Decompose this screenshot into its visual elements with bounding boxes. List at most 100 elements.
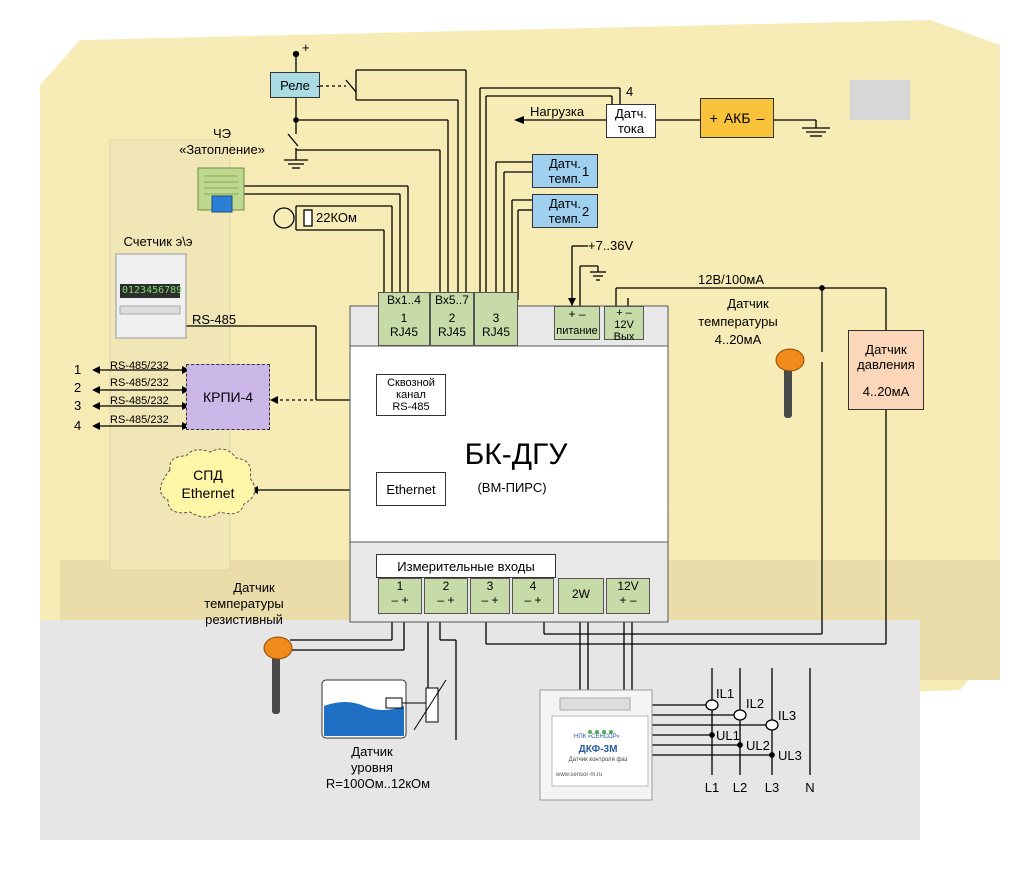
temp-sensor-line1: Датчик [727, 296, 769, 311]
flood-sensor-line1: ЧЭ [212, 126, 232, 141]
port-2-top: Вх5..7 [435, 293, 469, 307]
temp-sensor-line2: температуры [698, 314, 778, 329]
input-2w-num: 2W [572, 587, 590, 601]
energy-meter-icon [115, 253, 187, 339]
battery-box: + АКБ – [700, 98, 774, 138]
channel-3-num: 3 [74, 398, 82, 413]
pressure-line1: Датчик [865, 341, 907, 357]
input-1: 1 – + [378, 578, 422, 614]
line-l2: L2 [732, 780, 748, 795]
krpi-label: КРПИ-4 [202, 388, 254, 405]
phase-voltage-3: UL3 [778, 748, 802, 763]
phase-voltage-1: UL1 [716, 728, 740, 743]
port-3-top [475, 293, 517, 307]
input-3-num: 3 [486, 579, 494, 593]
battery-minus: – [756, 109, 765, 126]
current-out-label: 12В/100мА [698, 272, 765, 287]
temp-sensor-line3: 4..20мА [714, 332, 762, 347]
passthrough-box: Сквозной канал RS-485 [376, 374, 446, 416]
port-2-bottom: RJ45 [437, 325, 466, 339]
ethernet-label: Ethernet [386, 481, 436, 497]
level-sensor-line1: Датчик [351, 744, 393, 759]
device-title: БК-ДГУ [464, 438, 568, 471]
battery-plus: + [709, 109, 718, 126]
temp1-line1: Датч. [548, 156, 582, 171]
dkf-model: ДКФ-3М [578, 744, 618, 755]
port-1-num: 1 [400, 311, 408, 325]
out-label-2: Вых [613, 331, 635, 343]
current-sensor-line1: Датч. [614, 106, 648, 121]
res-sensor-line2: температуры [204, 596, 284, 611]
supply-voltage: +7..36V [588, 238, 634, 253]
meter-display: 0123456789 [122, 285, 183, 296]
input-2: 2 – + [424, 578, 468, 614]
level-sensor-line3: R=100Ом..12кОм [325, 776, 431, 791]
level-tank-icon [321, 679, 447, 739]
pressure-line3: 4..20мА [862, 383, 910, 399]
wire-count-4: 4 [626, 84, 634, 99]
power-label: питание [556, 325, 598, 337]
device-subtitle: (ВМ-ПИРС) [477, 480, 547, 495]
out12v-terminal: + – 12V Вых [604, 306, 644, 343]
channel-1-num: 1 [74, 362, 82, 377]
power-pm: + – [568, 307, 586, 321]
dkf-desc: Датчик контроля фаз [568, 757, 628, 763]
input-1-num: 1 [396, 579, 404, 593]
port-3-num: 3 [492, 311, 500, 325]
power-terminal: + – питание [554, 306, 600, 340]
inputs-header-label: Измерительные входы [397, 558, 535, 574]
krpi-box: КРПИ-4 [186, 364, 270, 430]
ethernet-box: Ethernet [376, 472, 446, 506]
dkf-module-icon [539, 689, 653, 801]
temp2-num: 2 [582, 204, 590, 219]
dkf-brand: НПК «СЕНСОР» [574, 734, 620, 740]
pressure-line2: давления [857, 356, 915, 372]
inputs-header: Измерительные входы [376, 554, 556, 578]
input-4-num: 4 [529, 579, 537, 593]
input-1-pm: – + [391, 593, 409, 607]
current-sensor-line2: тока [617, 121, 645, 136]
input-3-pm: – + [481, 593, 499, 607]
port-2-num: 2 [448, 311, 456, 325]
line-l1: L1 [704, 780, 720, 795]
port-1-top: Вх1..4 [387, 293, 421, 307]
phase-current-3: IL3 [778, 708, 797, 723]
dkf-site: www.sensor-m.ru [556, 772, 603, 778]
channel-2-label: RS-485/232 [110, 377, 169, 389]
supply-plus: + [302, 40, 310, 55]
input-3: 3 – + [470, 578, 510, 614]
port-1-bottom: RJ45 [389, 325, 418, 339]
out-pm: + – [616, 307, 632, 319]
port-2: Вх5..7 2 RJ45 [430, 292, 474, 346]
res-sensor-line3: резистивный [205, 612, 283, 627]
input-4-pm: – + [524, 593, 542, 607]
out-label-1: 12V [614, 319, 634, 331]
input-4: 4 – + [512, 578, 554, 614]
temp-sensor-2-box: Датч. темп. [532, 194, 598, 228]
input-2-num: 2 [442, 579, 450, 593]
input-12v-pm: + – [619, 593, 637, 607]
battery-label: АКБ [723, 109, 751, 126]
load-label: Нагрузка [530, 104, 585, 119]
relay-label: Реле [280, 77, 310, 93]
phase-current-2: IL2 [746, 696, 765, 711]
passthrough-line3: RS-485 [392, 401, 430, 413]
temp-sensor-1-box: Датч. темп. [532, 154, 598, 188]
temp2-line2: темп. [548, 211, 582, 226]
port-3: 3 RJ45 [474, 292, 518, 346]
temp2-line1: Датч. [548, 196, 582, 211]
resistive-temp-probe-icon [263, 636, 293, 714]
current-sensor-box: Датч. тока [606, 104, 656, 138]
temp1-line2: темп. [548, 171, 582, 186]
input-2w: 2W [558, 578, 604, 614]
input-12v-num: 12V [617, 579, 639, 593]
phase-current-1: IL1 [716, 686, 735, 701]
phase-voltage-2: UL2 [746, 738, 770, 753]
spd-line2: Ethernet [181, 485, 235, 501]
channel-4-num: 4 [74, 418, 82, 433]
cloud-icon [160, 448, 256, 518]
relay-box: Реле [270, 72, 320, 98]
pressure-sensor-box: Датчик давления 4..20мА [848, 330, 924, 410]
